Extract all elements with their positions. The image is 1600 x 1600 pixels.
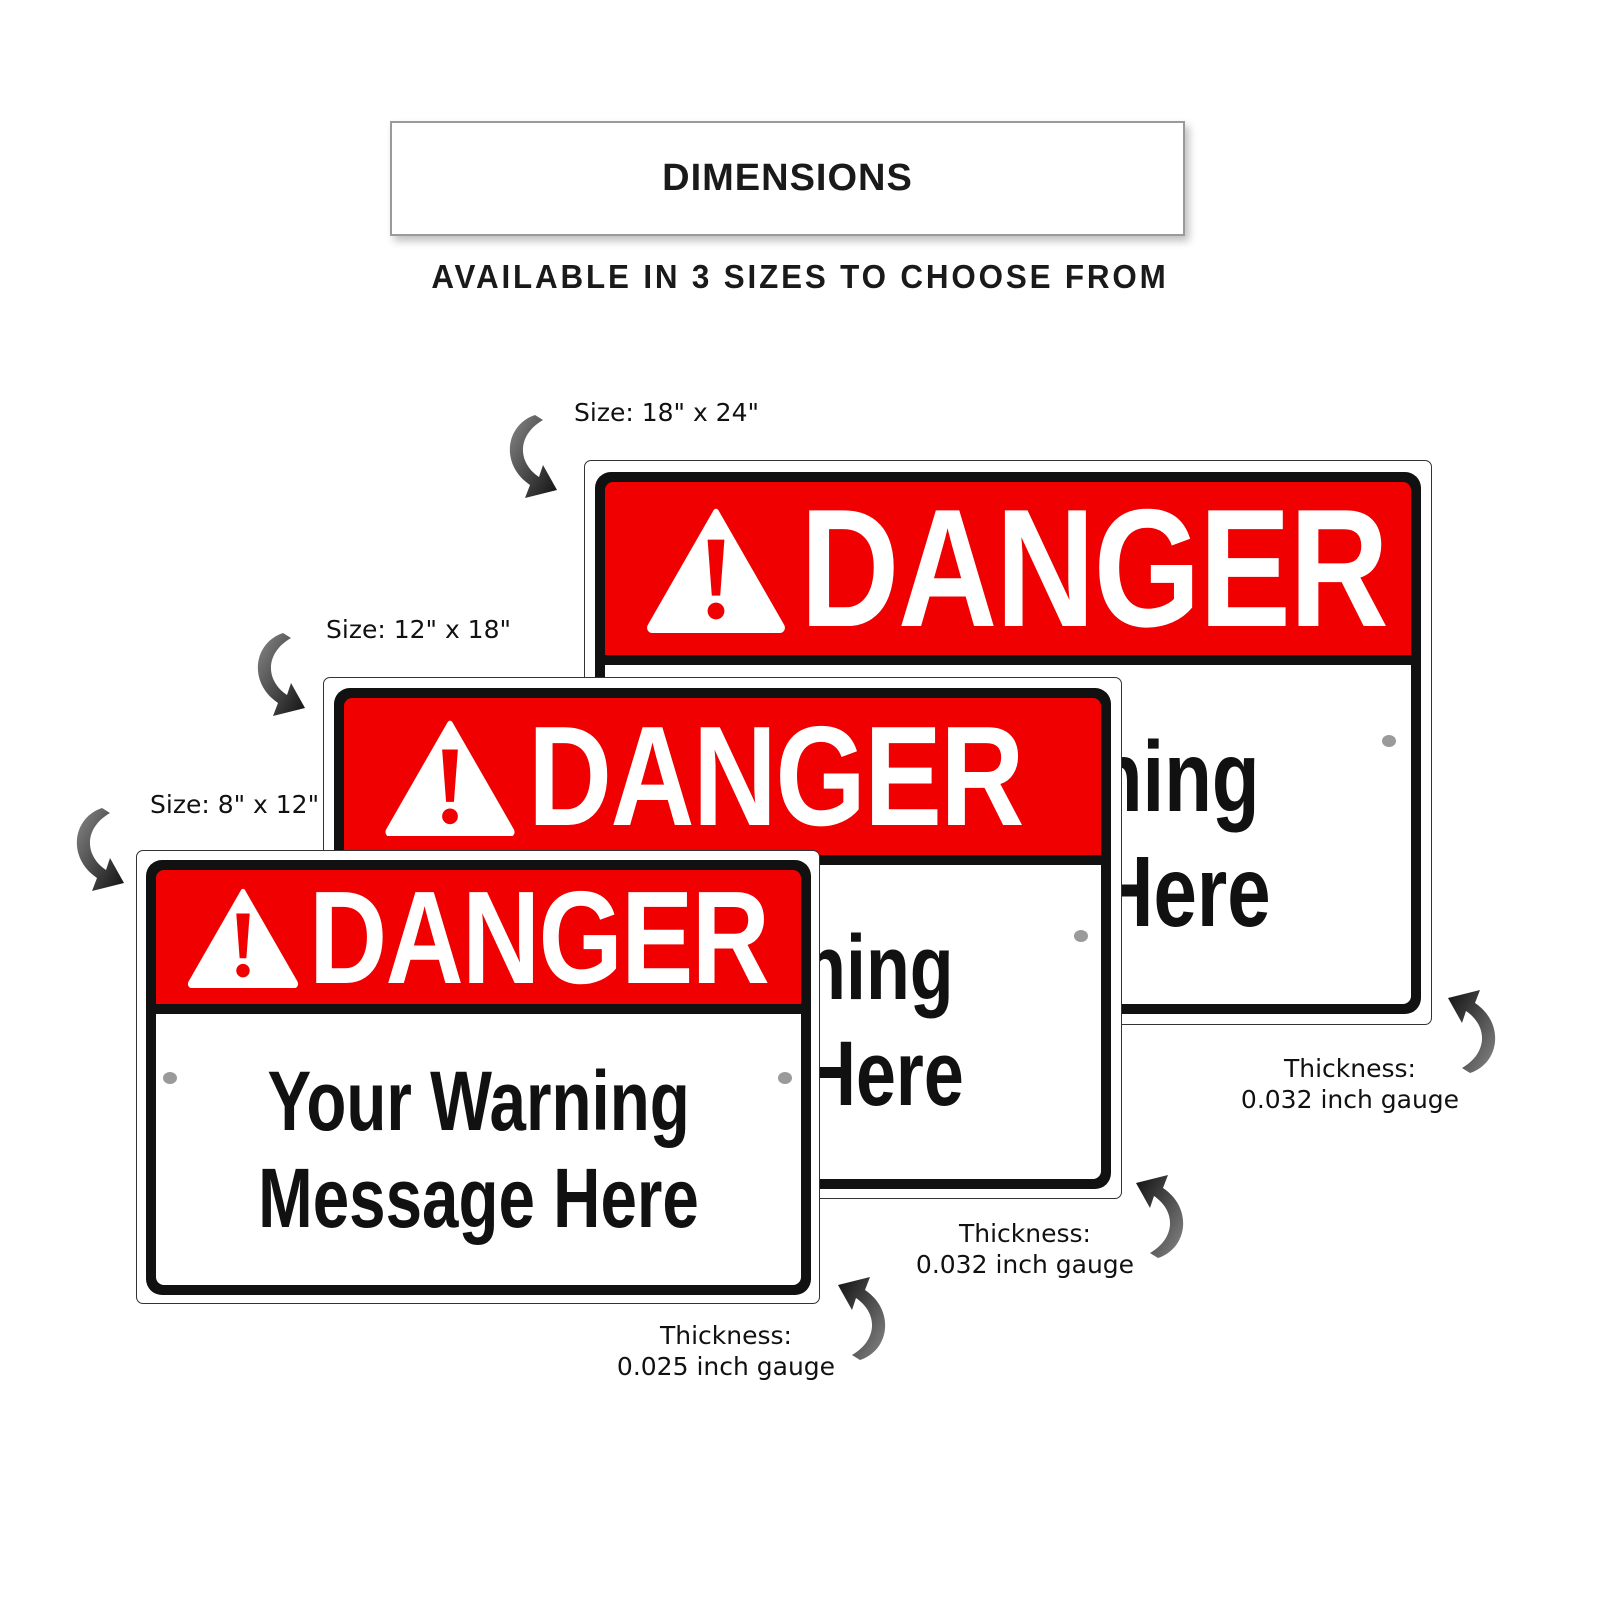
danger-text: DANGER	[309, 870, 770, 1004]
curved-arrow-icon	[1128, 1163, 1198, 1263]
mounting-hole	[163, 1072, 177, 1084]
thickness-heading: Thickness:	[660, 1321, 792, 1350]
warning-triangle-icon	[187, 886, 299, 988]
mounting-hole	[778, 1072, 792, 1084]
warning-triangle-icon	[646, 505, 786, 633]
danger-text: DANGER	[800, 482, 1389, 655]
mounting-hole	[1382, 735, 1396, 747]
size-label-small: Size: 8" x 12"	[150, 790, 320, 819]
subtitle: AVAILABLE IN 3 SIZES TO CHOOSE FROM	[431, 258, 1169, 295]
size-label-large: Size: 18" x 24"	[574, 398, 759, 427]
thickness-heading: Thickness:	[959, 1219, 1091, 1248]
thickness-label-large: Thickness: 0.032 inch gauge	[1230, 1053, 1470, 1116]
message-line-1: Your Warning	[267, 1053, 690, 1148]
warning-triangle-icon	[384, 718, 516, 836]
danger-text: DANGER	[528, 698, 1024, 855]
sign-header: DANGER	[605, 482, 1411, 655]
title-box: DIMENSIONS	[390, 121, 1185, 236]
divider	[605, 655, 1411, 665]
divider	[156, 1004, 801, 1014]
thickness-heading: Thickness:	[1284, 1054, 1416, 1083]
thickness-label-small: Thickness: 0.025 inch gauge	[606, 1320, 846, 1383]
sign-header: DANGER	[156, 870, 801, 1004]
sign-frame: DANGER Your Warning Message Here	[146, 860, 811, 1295]
sign-body: Your Warning Message Here	[156, 1014, 801, 1285]
gauge-value: 0.032 inch gauge	[1240, 1085, 1460, 1115]
message-line-2: Message Here	[258, 1150, 699, 1245]
sign-small: DANGER Your Warning Message Here	[136, 850, 820, 1304]
curved-arrow-icon	[1440, 978, 1510, 1078]
page-title: DIMENSIONS	[662, 157, 913, 199]
curved-arrow-icon	[495, 410, 565, 510]
thickness-label-medium: Thickness: 0.032 inch gauge	[905, 1218, 1145, 1281]
curved-arrow-icon	[62, 803, 132, 903]
sign-header: DANGER	[344, 698, 1101, 855]
mounting-hole	[1074, 930, 1088, 942]
gauge-value: 0.032 inch gauge	[915, 1250, 1135, 1280]
curved-arrow-icon	[243, 628, 313, 728]
curved-arrow-icon	[830, 1265, 900, 1365]
gauge-value: 0.025 inch gauge	[616, 1352, 836, 1382]
size-label-medium: Size: 12" x 18"	[326, 615, 511, 644]
